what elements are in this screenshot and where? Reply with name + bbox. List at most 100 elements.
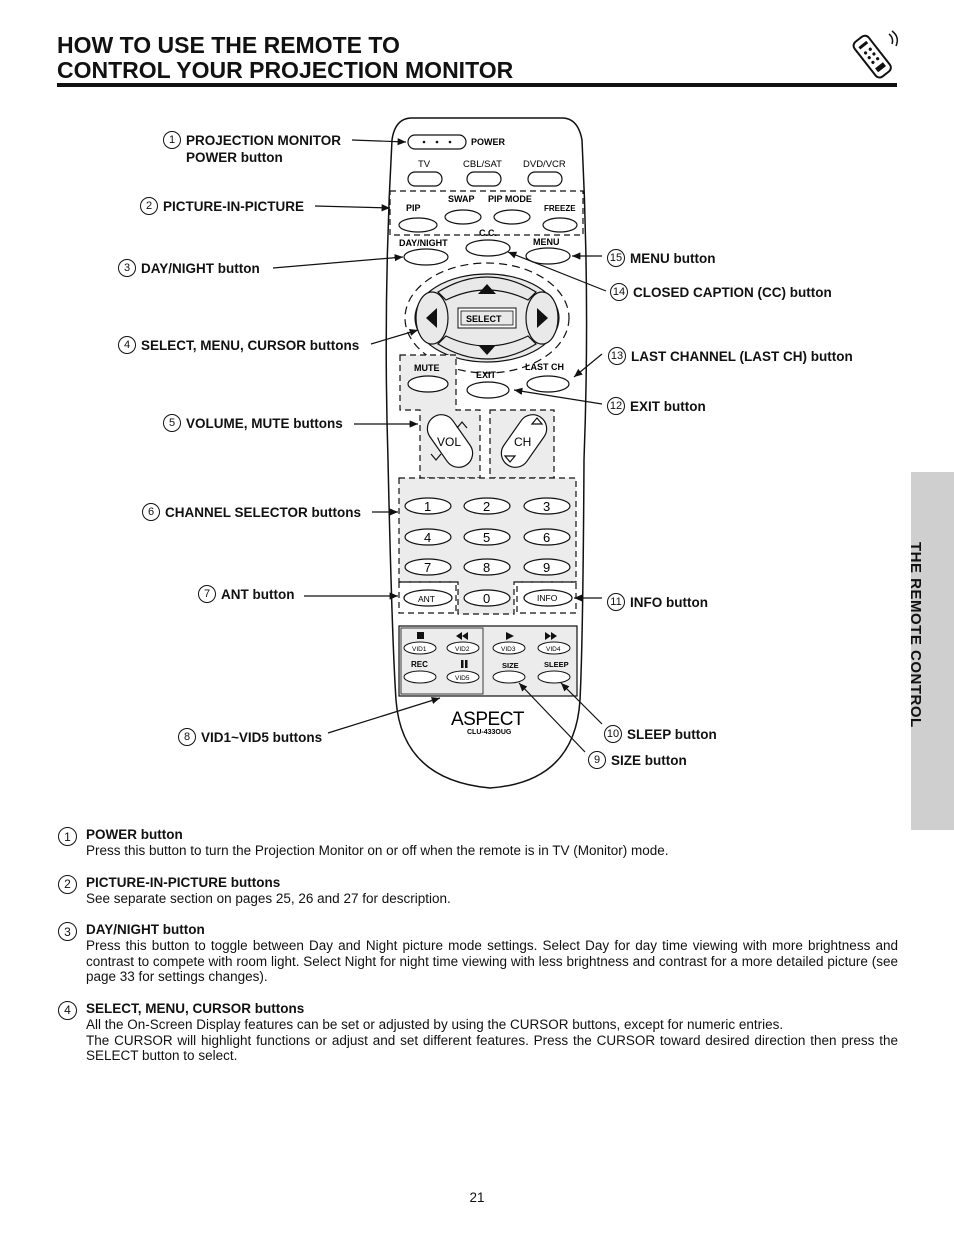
- digit-3-button[interactable]: [523, 497, 571, 515]
- callout-6: 6 CHANNEL SELECTOR buttons: [142, 503, 362, 521]
- vid4-button[interactable]: [537, 641, 571, 655]
- digit-5-button[interactable]: [463, 528, 511, 546]
- description-heading: PICTURE-IN-PICTURE buttons: [86, 874, 281, 890]
- model-number: CLU-433OUG: [467, 729, 512, 736]
- callout-number: 15: [607, 249, 625, 267]
- day-night-button[interactable]: [403, 248, 449, 266]
- vid3-button[interactable]: [492, 641, 526, 655]
- callout-number: 12: [607, 397, 625, 415]
- digit-5-label: 5: [483, 530, 490, 545]
- last-ch-label: LAST CH: [525, 362, 564, 372]
- vid5-button[interactable]: [446, 670, 480, 684]
- callout-number: 10: [604, 725, 622, 743]
- vid2-button[interactable]: [446, 641, 480, 655]
- callout-number: 9: [588, 751, 606, 769]
- callout-text: CLOSED CAPTION (CC) button: [633, 285, 832, 300]
- info-group: [516, 581, 577, 614]
- vid3-label: VID3: [501, 646, 516, 653]
- digit-8-button[interactable]: [463, 558, 511, 576]
- description-text: The CURSOR will highlight functions or a…: [86, 1032, 898, 1064]
- cc-button[interactable]: [465, 239, 511, 257]
- digit-9-button[interactable]: [523, 558, 571, 576]
- cc-label: C.C.: [479, 228, 497, 238]
- sleep-button[interactable]: [537, 670, 571, 684]
- description-text: Press this button to turn the Projection…: [86, 843, 669, 858]
- callout-text: MENU button: [630, 251, 716, 266]
- digit-6-button[interactable]: [523, 528, 571, 546]
- dvd-vcr-button[interactable]: [527, 171, 563, 187]
- digit-4-button[interactable]: [404, 528, 452, 546]
- description-item: 4 SELECT, MENU, CURSOR buttons All the O…: [58, 1000, 898, 1064]
- swap-label: SWAP: [448, 194, 475, 204]
- digit-0-button[interactable]: [463, 589, 511, 607]
- callout-number: 6: [142, 503, 160, 521]
- vid1-label: VID1: [412, 646, 427, 653]
- digit-1-button[interactable]: [404, 497, 452, 515]
- ant-group: [398, 581, 457, 614]
- callout-15: 15 MENU button: [607, 249, 716, 267]
- title-line-1: HOW TO USE THE REMOTE TO: [57, 32, 400, 58]
- rec-label: REC: [411, 660, 428, 669]
- ch-rocker[interactable]: [496, 409, 552, 473]
- tv-button[interactable]: [407, 171, 443, 187]
- digit-7-button[interactable]: [404, 558, 452, 576]
- callout-number: 8: [178, 728, 196, 746]
- rec-button[interactable]: [403, 670, 437, 684]
- vid2-label: VID2: [455, 646, 470, 653]
- page-number: 21: [469, 1190, 485, 1205]
- freeze-button[interactable]: [542, 217, 578, 233]
- digit-2-button[interactable]: [463, 497, 511, 515]
- section-side-tab: THE REMOTE CONTROL: [907, 472, 954, 830]
- cbl-sat-button[interactable]: [466, 171, 502, 187]
- swap-button[interactable]: [444, 209, 482, 225]
- callout-number: 7: [198, 585, 216, 603]
- callout-9: 9 SIZE button: [588, 751, 687, 769]
- mute-label: MUTE: [414, 363, 440, 373]
- callout-number: 5: [163, 414, 181, 432]
- digit-0-label: 0: [483, 591, 490, 606]
- vid1-button[interactable]: [403, 641, 437, 655]
- digit-9-label: 9: [543, 560, 550, 575]
- callout-text: VID1~VID5 buttons: [201, 730, 323, 745]
- pip-label: PIP: [406, 203, 421, 213]
- callout-number: 3: [118, 259, 136, 277]
- title-rule: [57, 83, 897, 87]
- callout-14: 14 CLOSED CAPTION (CC) button: [610, 283, 832, 301]
- callout-text: SIZE button: [611, 753, 687, 768]
- ch-label: CH: [514, 435, 531, 449]
- callout-3: 3 DAY/NIGHT button: [118, 259, 260, 277]
- description-heading: DAY/NIGHT button: [86, 922, 205, 938]
- ant-button[interactable]: [403, 589, 453, 607]
- callout-number: 11: [607, 593, 625, 611]
- description-text: See separate section on pages 25, 26 and…: [86, 890, 451, 906]
- pip-button[interactable]: [398, 217, 438, 233]
- callout-text: PICTURE-IN-PICTURE: [163, 199, 304, 214]
- callout-text: DAY/NIGHT button: [141, 261, 260, 276]
- info-button[interactable]: [523, 589, 573, 607]
- ant-label: ANT: [418, 594, 435, 604]
- size-label: SIZE: [502, 661, 519, 670]
- digit-6-label: 6: [543, 530, 550, 545]
- exit-label: EXIT: [476, 370, 497, 380]
- last-ch-button[interactable]: [526, 375, 570, 393]
- cbl-sat-label: CBL/SAT: [463, 159, 502, 170]
- callout-text: SELECT, MENU, CURSOR buttons: [141, 338, 360, 353]
- pip-mode-label: PIP MODE: [488, 194, 532, 204]
- callout-text: INFO button: [630, 595, 708, 610]
- description-number: 4: [58, 1000, 77, 1020]
- vol-rocker[interactable]: [422, 409, 478, 473]
- size-button[interactable]: [492, 670, 526, 684]
- exit-button[interactable]: [466, 381, 510, 399]
- remote-diagram: POWER TV CBL/SAT DVD/VCR SWAP PIP MODE P…: [272, 117, 607, 789]
- description-item: 1 POWER button Press this button to turn…: [58, 826, 898, 859]
- callout-12: 12 EXIT button: [607, 397, 706, 415]
- power-label: POWER: [471, 137, 506, 147]
- callout-text: CHANNEL SELECTOR buttons: [165, 505, 362, 520]
- callout-text: SLEEP button: [627, 727, 717, 742]
- mute-button[interactable]: [407, 375, 449, 393]
- callout-10: 10 SLEEP button: [604, 725, 717, 743]
- menu-button[interactable]: [525, 247, 571, 265]
- pip-mode-button[interactable]: [493, 209, 531, 225]
- descriptions: 1 POWER button Press this button to turn…: [58, 826, 898, 1079]
